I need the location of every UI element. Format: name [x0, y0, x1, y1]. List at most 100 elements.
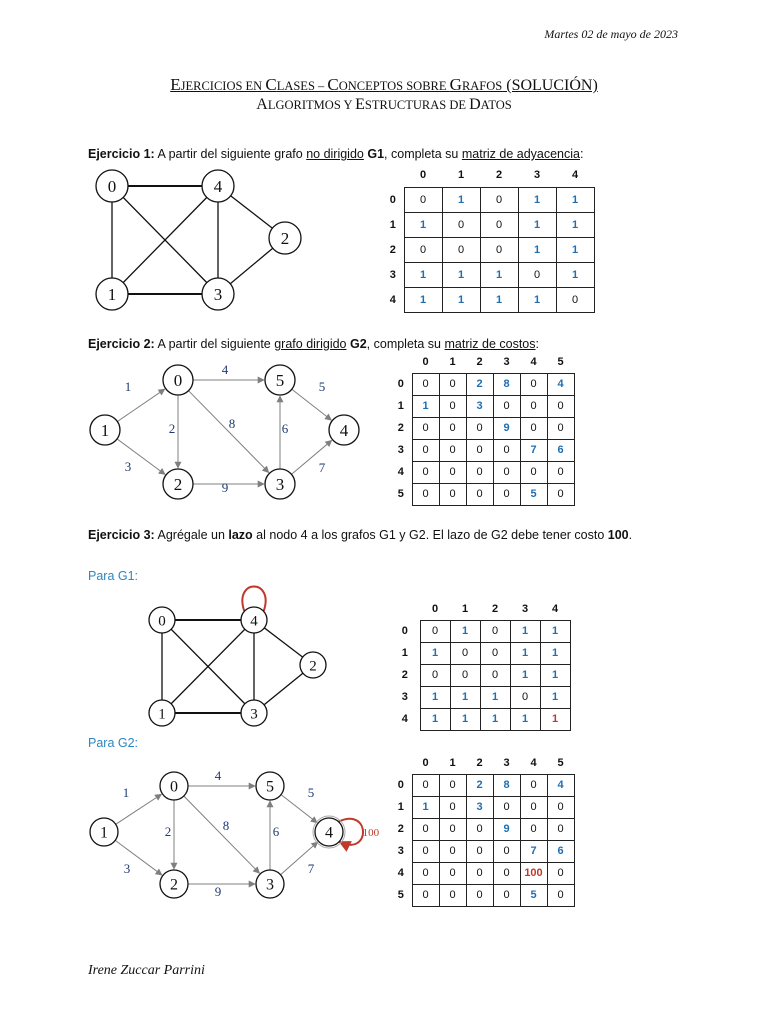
- matrix-col-header: 0: [431, 603, 439, 616]
- node-label: 1: [101, 421, 110, 440]
- edge-5-4: [291, 388, 332, 421]
- matrix-col-header: 1: [461, 603, 469, 616]
- node-label: 2: [170, 877, 178, 894]
- edge-weight: 9: [215, 884, 222, 899]
- matrix-col-header: 4: [571, 168, 579, 181]
- node-label: 4: [214, 177, 223, 196]
- self-loop-node-4: [338, 818, 364, 852]
- matrix-col-header: 2: [476, 757, 483, 770]
- matrix-cell: 1: [555, 236, 595, 263]
- matrix-cell: 1: [517, 286, 557, 313]
- edge-weight: 4: [222, 362, 229, 377]
- matrix-col-header: 2: [495, 168, 503, 181]
- graph-node-4: 4: [240, 606, 268, 634]
- matrix-cell: 1: [517, 186, 557, 213]
- matrix-cell: 0: [403, 186, 443, 213]
- edge-weight: 4: [215, 768, 222, 783]
- node-label: 4: [340, 421, 349, 440]
- matrix-cell: 0: [546, 482, 575, 506]
- matrix-col-header: 2: [491, 603, 499, 616]
- document-title: EJERCICIOS EN CLASES – CONCEPTOS SOBRE G…: [170, 75, 598, 94]
- graph-node-2: 2: [159, 869, 189, 899]
- graph-node-0: 0: [159, 771, 189, 801]
- matrix-col-header: 5: [557, 757, 564, 770]
- matrix-row-header: 1: [401, 647, 408, 659]
- matrix-col-header: 1: [457, 168, 465, 181]
- node-label: 4: [250, 613, 258, 629]
- matrix-col-header: 0: [422, 757, 429, 770]
- edge-weight: 6: [282, 421, 289, 436]
- self-loop-node-4: [241, 585, 267, 612]
- node-label: 3: [250, 706, 258, 722]
- matrix-col-header: 5: [557, 356, 564, 369]
- graph-node-4: 4: [201, 169, 235, 203]
- matrix-row-header: 4: [397, 466, 404, 478]
- exercise-3-statement: Ejercicio 3: Agrégale un lazo al nodo 4 …: [88, 528, 633, 542]
- edge-1-2: [116, 438, 166, 475]
- matrix-row-header: 0: [389, 193, 396, 206]
- date-text: Martes 02 de mayo de 2023: [544, 27, 678, 41]
- graph-node-0: 0: [95, 169, 129, 203]
- matrix-col-header: 3: [521, 603, 529, 616]
- matrix-cell: 1: [441, 286, 481, 313]
- node-label: 3: [266, 877, 274, 894]
- graph-node-4: 4: [312, 815, 346, 849]
- edge-weight: 5: [308, 785, 315, 800]
- graph-node-4: 4: [328, 414, 360, 446]
- matrix-row-header: 5: [397, 488, 404, 500]
- matrix-col-header: 1: [449, 757, 456, 770]
- edge-weight: 1: [123, 785, 130, 800]
- edge-weight: 9: [222, 480, 229, 495]
- edge-0-3: [183, 795, 260, 874]
- document-subtitle: ALGORITMOS Y ESTRUCTURAS DE DATOS: [256, 96, 512, 113]
- matrix-row-header: 3: [397, 444, 404, 456]
- edge-weight: 6: [273, 824, 280, 839]
- matrix-row-header: 5: [397, 889, 404, 901]
- node-label: 0: [174, 371, 183, 390]
- graph-node-0: 0: [162, 364, 194, 396]
- matrix-col-header: 3: [503, 757, 510, 770]
- node-label: 2: [174, 475, 183, 494]
- node-label: 1: [108, 285, 117, 304]
- matrix-col-header: 3: [503, 356, 510, 369]
- matrix-cell: 1: [479, 261, 519, 288]
- node-label: 0: [108, 177, 117, 196]
- matrix-row-header: 2: [397, 823, 404, 835]
- matrix-col-header: 0: [419, 168, 427, 181]
- matrix-cell: 5: [519, 883, 548, 907]
- graph-node-1: 1: [89, 414, 121, 446]
- edge-weight: 7: [308, 861, 315, 876]
- matrix-row-header: 2: [389, 243, 396, 256]
- graph-node-0: 0: [148, 606, 176, 634]
- edge-1-2: [114, 839, 163, 876]
- matrix-cell: 100: [519, 861, 548, 885]
- node-label: 3: [276, 475, 285, 494]
- matrix-row-header: 0: [401, 625, 408, 637]
- exercise-1-statement: Ejercicio 1: A partir del siguiente graf…: [88, 147, 584, 161]
- graph-node-3: 3: [201, 277, 235, 311]
- matrix-cell: 0: [411, 883, 440, 907]
- node-label: 2: [281, 229, 290, 248]
- node-label: 0: [158, 613, 166, 629]
- graph-node-2: 2: [268, 221, 302, 255]
- graph-node-1: 1: [89, 817, 119, 847]
- matrix-col-header: 4: [530, 356, 537, 369]
- graph-node-1: 1: [95, 277, 129, 311]
- matrix-row-header: 4: [389, 293, 396, 306]
- matrix-col-header: 4: [530, 757, 537, 770]
- matrix-cell: 1: [539, 707, 571, 731]
- matrix-row-header: 0: [397, 378, 404, 390]
- matrix-col-header: 3: [533, 168, 541, 181]
- matrix-col-header: 1: [449, 356, 456, 369]
